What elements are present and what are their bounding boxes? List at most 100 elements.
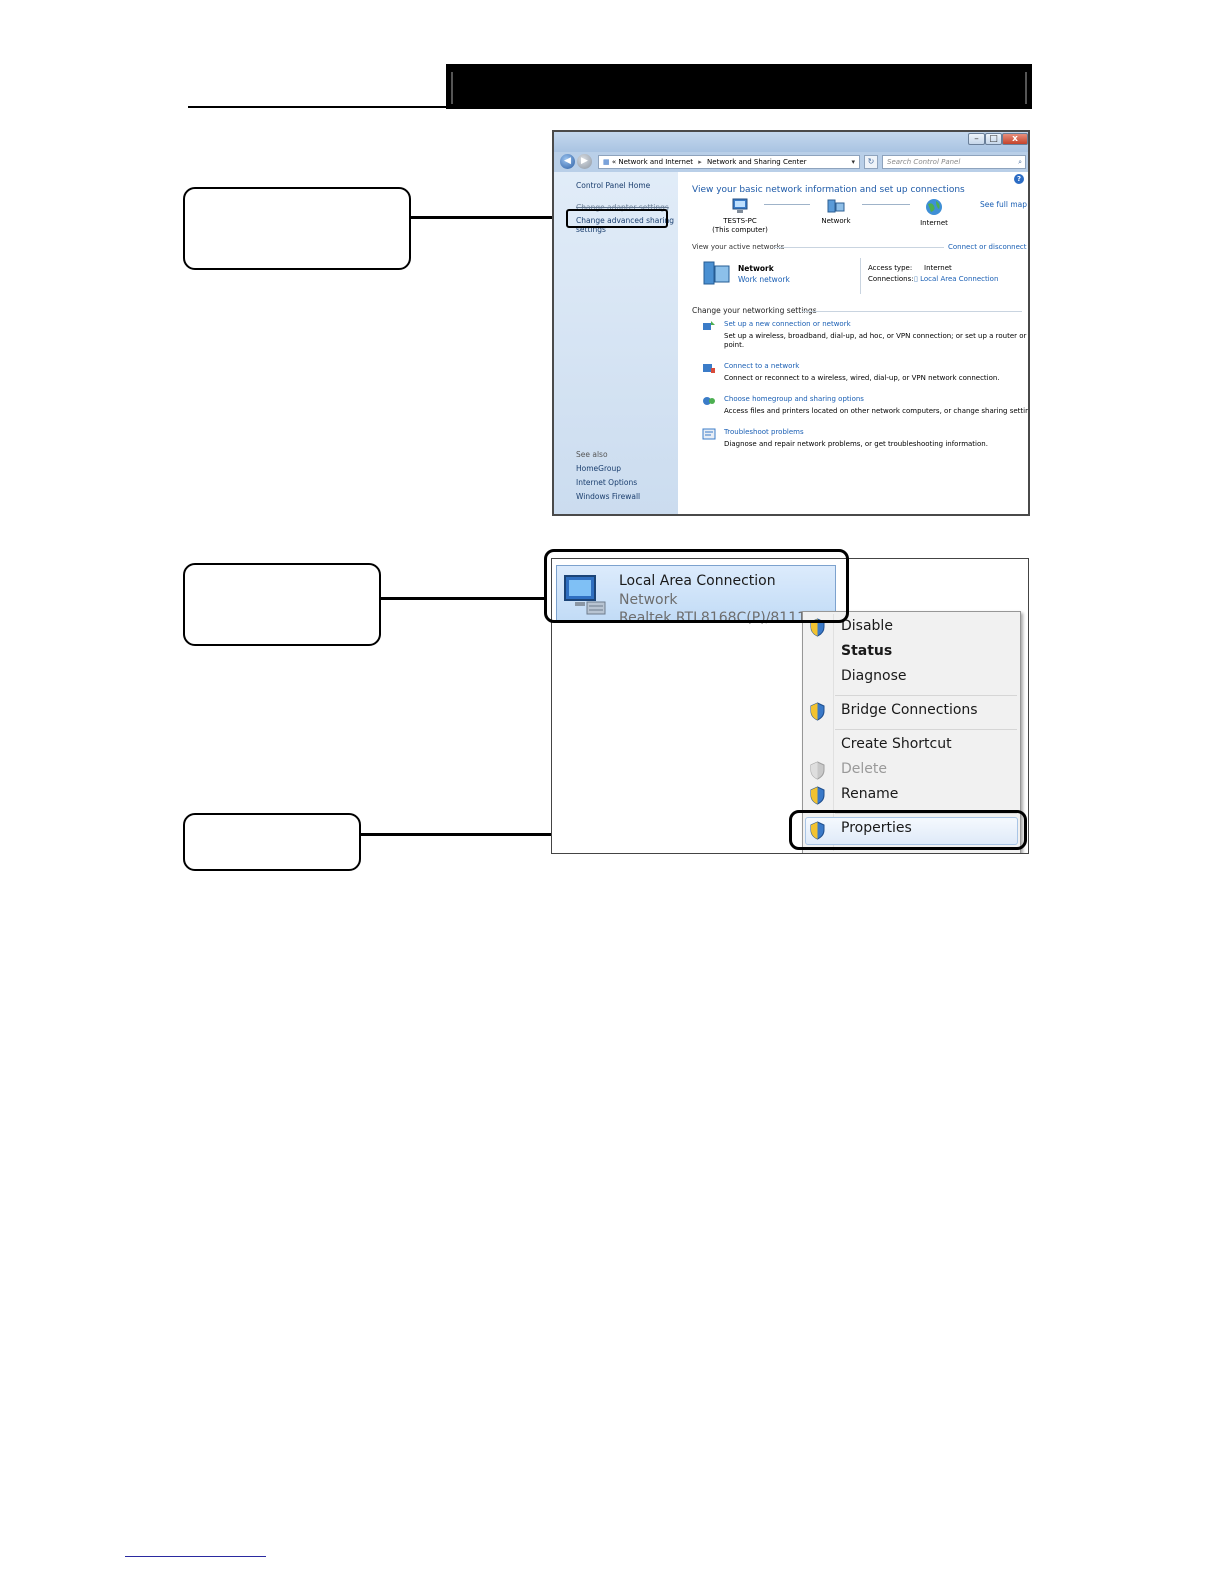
shield-icon — [810, 761, 825, 780]
map-node-computer[interactable]: TESTS-PC (This computer) — [708, 198, 772, 235]
map-node-network-label: Network — [821, 217, 851, 225]
map-node-internet-label: Internet — [920, 219, 948, 227]
map-node-computer-name: TESTS-PC — [723, 217, 757, 225]
network-type-link[interactable]: Work network — [738, 275, 790, 284]
callout-box-2 — [183, 563, 381, 646]
map-node-computer-subtitle: (This computer) — [712, 226, 768, 234]
back-arrow-icon[interactable]: ◀ — [560, 154, 575, 169]
header-bar — [446, 64, 1032, 109]
menu-item-diagnose[interactable]: Diagnose — [841, 668, 907, 684]
homegroup-link[interactable]: HomeGroup — [576, 464, 621, 473]
access-type-value: Internet — [924, 264, 952, 272]
close-button[interactable]: x — [1002, 133, 1028, 145]
change-advanced-sharing-link-line2[interactable]: settings — [576, 225, 606, 234]
network-adapter-icon — [564, 575, 606, 615]
callout-box-1 — [183, 187, 411, 270]
leader-line-2 — [381, 597, 545, 600]
new-connection-icon — [703, 321, 715, 330]
troubleshoot-link[interactable]: Troubleshoot problems — [724, 428, 804, 436]
globe-icon — [926, 199, 942, 215]
search-input[interactable]: Search Control Panel ⌕ — [882, 155, 1026, 169]
header-bar-notch-left — [451, 72, 453, 104]
local-area-connection-item[interactable]: Local Area Connection Network Realtek RT… — [556, 565, 868, 626]
minimize-button[interactable]: – — [968, 133, 985, 145]
control-panel-home-link[interactable]: Control Panel Home — [576, 181, 651, 190]
navigation-bar: ◀ ▶ ▦ « Network and Internet ▸ Network a… — [554, 152, 1028, 172]
forward-arrow-icon[interactable]: ▶ — [577, 154, 592, 169]
internet-options-link[interactable]: Internet Options — [576, 478, 638, 487]
menu-separator-3 — [835, 813, 1017, 814]
shield-icon — [810, 786, 825, 805]
homegroup-icon — [703, 397, 715, 405]
see-full-map-link[interactable]: See full map — [980, 200, 1027, 209]
change-settings-label: Change your networking settings — [692, 306, 817, 315]
homegroup-sharing-link[interactable]: Choose homegroup and sharing options — [724, 395, 864, 403]
shield-icon — [810, 821, 825, 840]
menu-item-create-shortcut[interactable]: Create Shortcut — [841, 736, 952, 752]
maximize-button[interactable]: □ — [985, 133, 1002, 145]
menu-item-bridge-connections[interactable]: Bridge Connections — [841, 702, 978, 718]
computer-icon — [732, 198, 748, 213]
connect-network-desc: Connect or reconnect to a wireless, wire… — [724, 374, 1000, 382]
active-network-name: Network — [738, 264, 774, 273]
menu-separator-1 — [835, 695, 1017, 696]
windows-firewall-link[interactable]: Windows Firewall — [576, 492, 641, 501]
active-networks-divider — [774, 247, 944, 248]
see-also-label: See also — [576, 450, 608, 459]
refresh-icon[interactable]: ↻ — [864, 155, 878, 169]
menu-item-status[interactable]: Status — [841, 643, 893, 659]
map-connector-1 — [764, 204, 810, 205]
menu-separator-2 — [835, 729, 1017, 730]
setup-connection-desc: Set up a wireless, broadband, dial-up, a… — [724, 332, 1030, 340]
ethernet-icon: ▯ — [914, 275, 918, 283]
header-rule — [188, 106, 448, 108]
change-adapter-settings-link[interactable]: Change adapter settings — [576, 203, 669, 212]
local-area-connection-label: Local Area Connection — [920, 275, 999, 283]
troubleshoot-desc: Diagnose and repair network problems, or… — [724, 440, 988, 448]
title-bar: – □ x — [554, 132, 1028, 152]
breadcrumb-network-internet[interactable]: Network and Internet — [618, 158, 694, 166]
menu-icon-gutter — [833, 614, 834, 851]
footer-link-underline — [125, 1556, 266, 1557]
local-area-connection-link[interactable]: ▯ Local Area Connection — [914, 275, 998, 283]
change-advanced-sharing-link[interactable]: Change advanced sharing — [576, 216, 675, 225]
menu-item-disable[interactable]: Disable — [841, 618, 893, 634]
connect-network-link[interactable]: Connect to a network — [724, 362, 800, 370]
menu-item-properties[interactable]: Properties — [841, 820, 912, 836]
address-bar[interactable]: ▦ « Network and Internet ▸ Network and S… — [598, 155, 860, 169]
map-node-network[interactable]: Network — [808, 198, 864, 226]
address-overflow: « — [611, 158, 617, 166]
access-type-label: Access type: — [868, 264, 913, 272]
network-folder-icon: ▦ — [603, 158, 610, 166]
active-networks-label: View your active networks — [692, 243, 785, 251]
breadcrumb-separator-icon: ▸ — [698, 158, 702, 166]
help-icon[interactable]: ? — [1014, 174, 1024, 184]
address-dropdown-icon[interactable]: ▾ — [851, 158, 855, 166]
connection-title: Local Area Connection — [619, 573, 776, 589]
menu-item-delete: Delete — [841, 761, 887, 777]
shield-icon — [810, 702, 825, 721]
connections-label: Connections: — [868, 275, 914, 283]
local-area-connection-highlight — [544, 549, 849, 623]
map-connector-2 — [862, 204, 910, 205]
header-bar-notch-right — [1025, 72, 1027, 104]
setup-connection-desc-line2: point. — [724, 341, 745, 349]
setup-connection-link[interactable]: Set up a new connection or network — [724, 320, 851, 328]
connect-or-disconnect-link[interactable]: Connect or disconnect — [948, 243, 1027, 251]
network-info-divider — [860, 258, 861, 294]
work-network-icon — [703, 261, 730, 285]
network-icon — [827, 199, 845, 213]
map-node-internet[interactable]: Internet — [906, 198, 962, 228]
troubleshoot-icon — [702, 428, 716, 440]
change-settings-divider — [802, 311, 1022, 312]
network-sharing-center-window: – □ x ◀ ▶ ▦ « Network and Internet ▸ Net… — [552, 130, 1030, 516]
breadcrumb-sharing-center[interactable]: Network and Sharing Center — [707, 158, 807, 166]
menu-item-rename[interactable]: Rename — [841, 786, 899, 802]
page-heading: View your basic network information and … — [692, 185, 965, 195]
leader-line-1 — [411, 216, 568, 219]
left-navigation-pane: Control Panel Home Change adapter settin… — [554, 172, 678, 514]
main-content-pane: ? View your basic network information an… — [678, 172, 1030, 514]
homegroup-sharing-desc: Access files and printers located on oth… — [724, 407, 1030, 415]
advanced-sharing-highlight — [566, 209, 668, 228]
search-icon[interactable]: ⌕ — [1018, 158, 1022, 166]
